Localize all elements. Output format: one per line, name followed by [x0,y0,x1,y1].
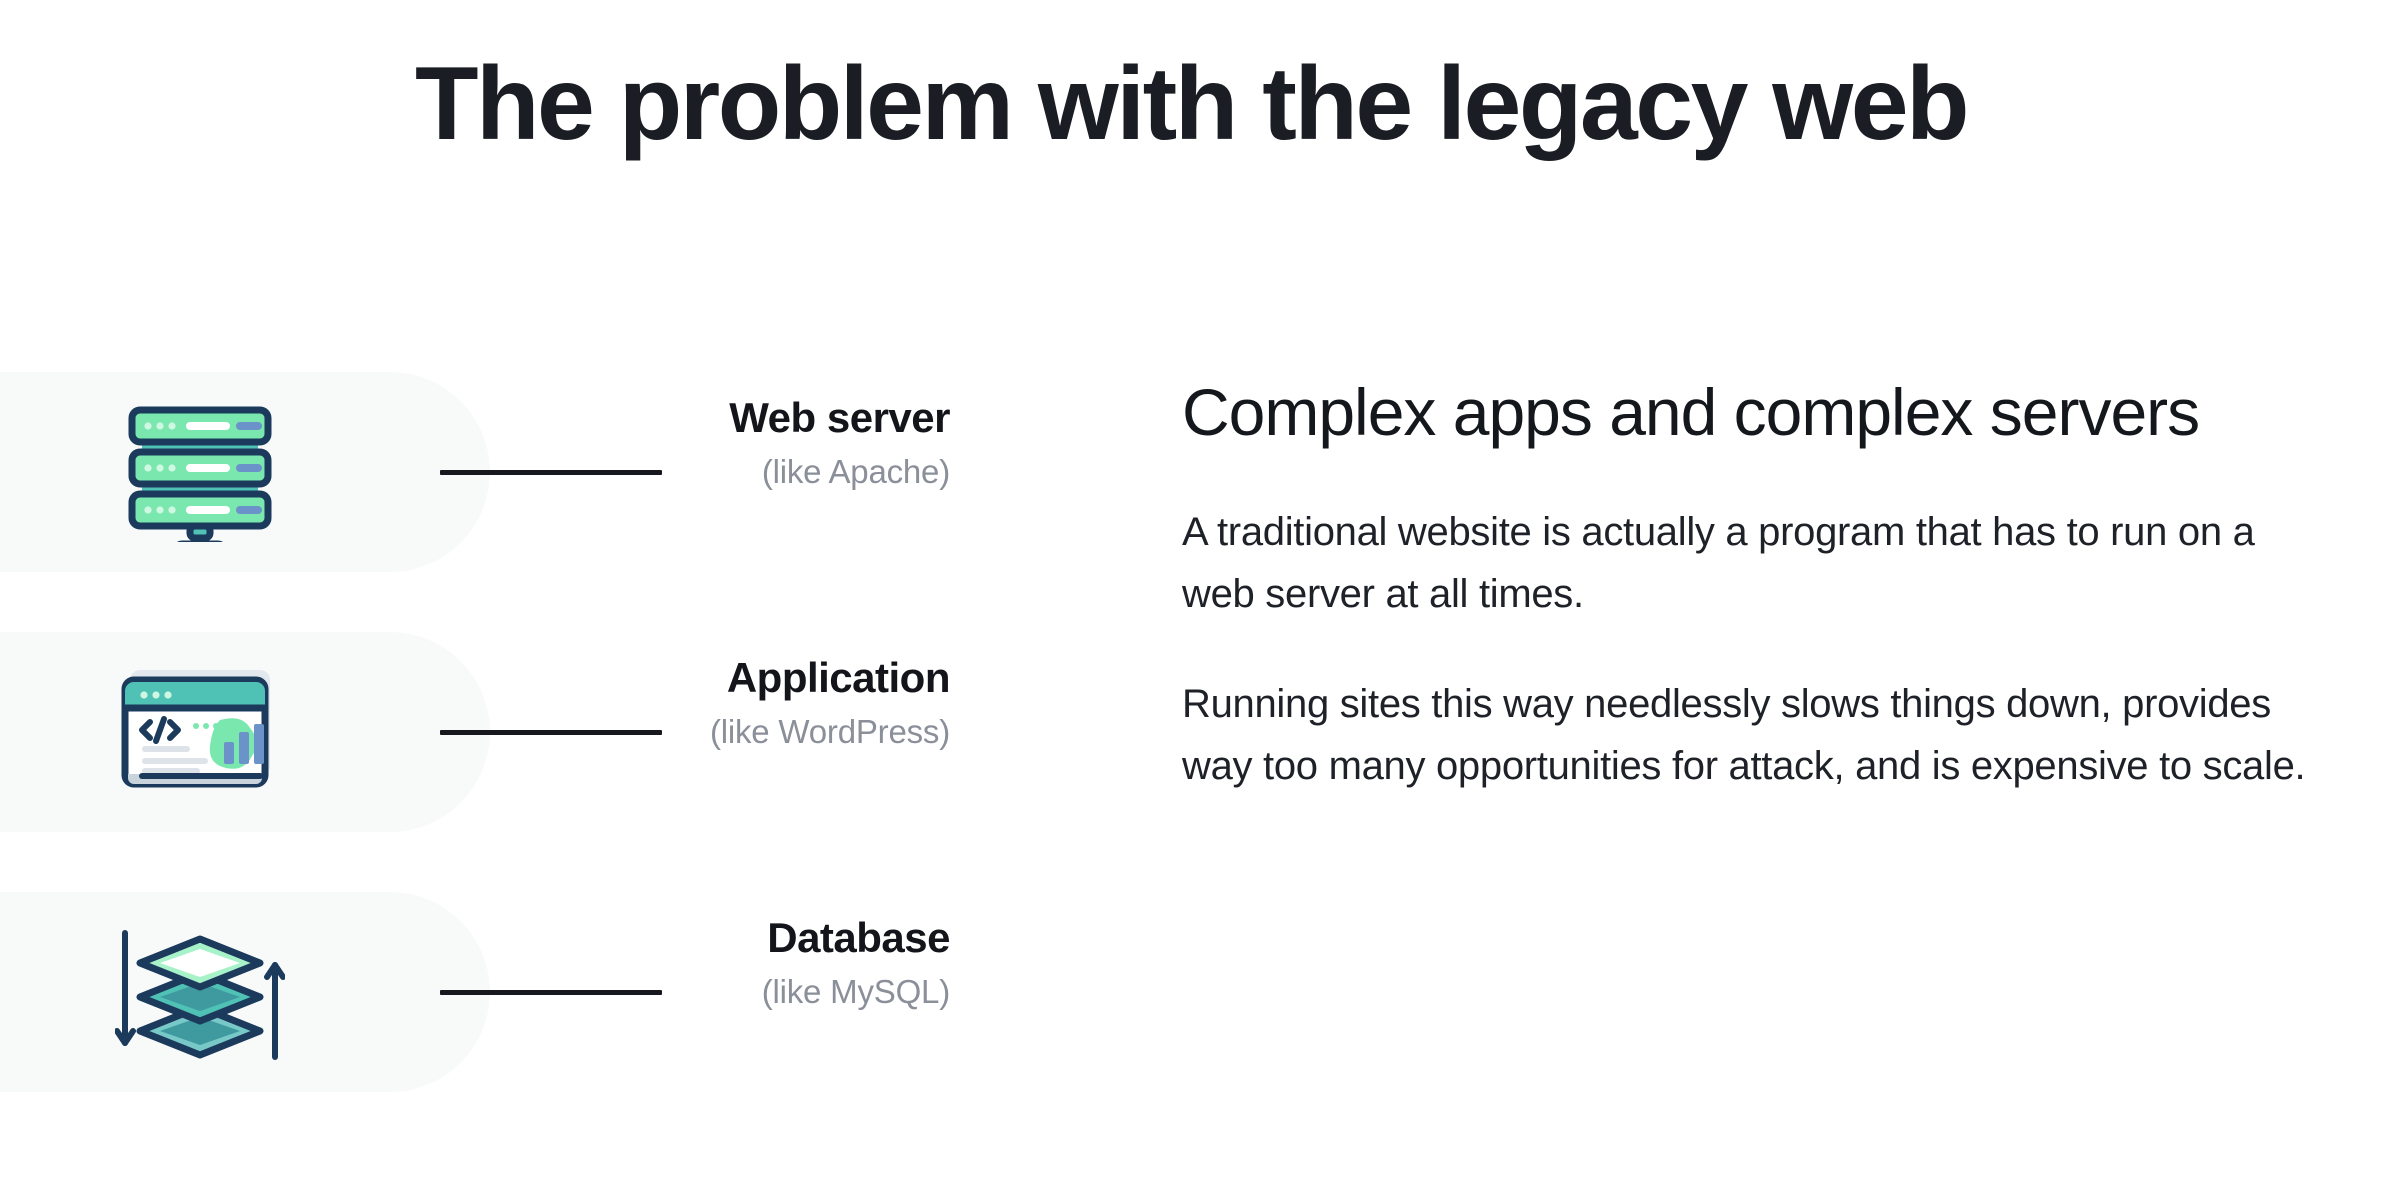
row-label-group: Application (like WordPress) [660,654,951,752]
stack-row-database: Database (like MySQL) [0,892,1060,1092]
page-title: The problem with the legacy web [414,46,1970,162]
legacy-stack-diagram: Web server (like Apache) [0,372,1060,1092]
section-heading: Complex apps and complex servers [1182,375,2200,449]
stack-row-web-server: Web server (like Apache) [0,372,1060,572]
row-title: Web server [729,394,950,441]
body-paragraph-2: Running sites this way needlessly slows … [1182,681,2306,788]
browser-window-code-icon [110,632,290,832]
explanation-panel: Complex apps and complex servers A tradi… [1182,372,2312,797]
row-title: Application [726,654,951,701]
row-label-group: Web server (like Apache) [660,394,950,492]
row-subtitle: (like MySQL) [761,973,950,1011]
stack-row-application: Application (like WordPress) [0,632,1060,832]
connector-line [440,730,662,735]
connector-line [440,990,662,995]
row-title: Database [767,914,950,961]
layered-database-icon [110,892,290,1092]
row-subtitle: (like Apache) [761,453,950,491]
body-paragraph-1: A traditional website is actually a prog… [1182,509,2255,616]
connector-line [440,470,662,475]
row-label-group: Database (like MySQL) [660,914,951,1012]
row-subtitle: (like WordPress) [709,713,950,751]
server-stack-icon [110,372,290,572]
